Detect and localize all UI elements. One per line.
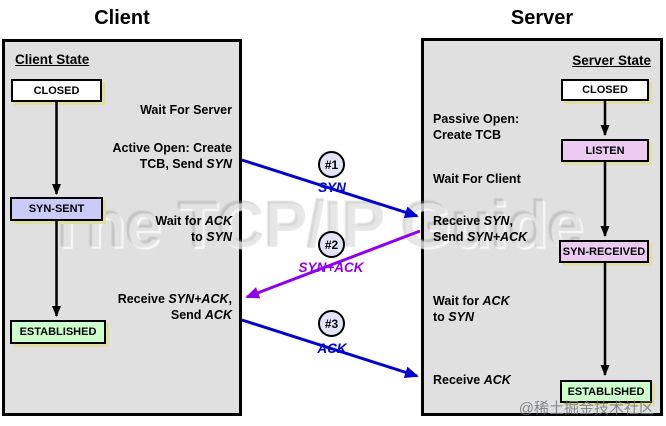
text-segment: Wait for xyxy=(155,214,205,228)
text-segment: , xyxy=(509,214,513,228)
message-3-label: ACK xyxy=(317,341,347,356)
client-panel: Client State CLOSED SYN-SENT ESTABLISHED… xyxy=(2,39,242,416)
text-segment: ACK xyxy=(483,373,511,387)
text-segment: Create TCB xyxy=(433,127,502,142)
text-segment: ACK xyxy=(204,214,232,228)
text-segment: to xyxy=(433,309,449,324)
server-annotation-receive-ack: Receive ACK xyxy=(433,373,511,389)
text-segment: Wait for xyxy=(433,294,483,308)
text-segment: to xyxy=(191,229,207,244)
text-segment: SYN xyxy=(206,156,232,171)
message-2-badge: #2 xyxy=(318,231,345,258)
text-segment: TCB, Send xyxy=(139,156,207,171)
credit-watermark: @稀土掘金技术社区 xyxy=(518,400,654,417)
text-segment: SYN xyxy=(206,229,232,244)
client-title: Client xyxy=(94,7,150,29)
server-state-listen: LISTEN xyxy=(561,139,649,162)
message-2-label: SYN+ACK xyxy=(298,260,364,275)
text-segment: SYN xyxy=(448,309,474,324)
client-state-heading: Client State xyxy=(15,52,90,67)
text-segment: Receive xyxy=(117,292,169,306)
text-segment: SYN xyxy=(483,214,510,228)
message-3-badge: #3 xyxy=(318,310,345,337)
server-state-syn-received: SYN-RECEIVED xyxy=(559,240,649,263)
client-state-closed: CLOSED xyxy=(11,79,102,102)
server-title: Server xyxy=(510,7,574,29)
text-segment: Send xyxy=(170,307,205,322)
server-state-heading: Server State xyxy=(572,53,651,68)
text-segment: SYN+ACK xyxy=(467,229,528,244)
text-segment: Active Open: Create xyxy=(112,141,232,155)
message-1-badge: #1 xyxy=(318,151,345,178)
text-segment: Receive xyxy=(433,214,484,228)
server-annotation-receive-syn: Receive SYN, Send SYN+ACK xyxy=(433,214,527,245)
text-segment: , xyxy=(228,292,232,306)
client-annotation-wait-for-server: Wait For Server xyxy=(140,103,232,119)
server-annotation-wait-for-ack: Wait for ACK to SYN xyxy=(433,294,510,325)
client-annotation-receive-synack: Receive SYN+ACK, Send ACK xyxy=(118,292,232,323)
text-segment: Passive Open: xyxy=(433,112,520,126)
text-segment: Send xyxy=(433,229,468,244)
server-panel: Server State CLOSED LISTEN SYN-RECEIVED … xyxy=(421,38,663,416)
server-annotation-wait-for-client: Wait For Client xyxy=(433,172,521,188)
message-1-label: SYN xyxy=(318,180,346,195)
text-segment: Receive xyxy=(433,373,484,387)
server-state-established: ESTABLISHED xyxy=(560,380,652,403)
text-segment: Wait For Server xyxy=(140,103,232,117)
text-segment: ACK xyxy=(482,294,510,308)
client-state-established: ESTABLISHED xyxy=(10,320,106,344)
client-state-syn-sent: SYN-SENT xyxy=(10,197,103,221)
text-segment: SYN+ACK xyxy=(168,292,229,306)
server-annotation-passive-open: Passive Open:Create TCB xyxy=(433,112,519,143)
text-segment: Wait For Client xyxy=(433,172,521,186)
text-segment: ACK xyxy=(204,307,232,322)
server-state-closed: CLOSED xyxy=(561,79,649,101)
